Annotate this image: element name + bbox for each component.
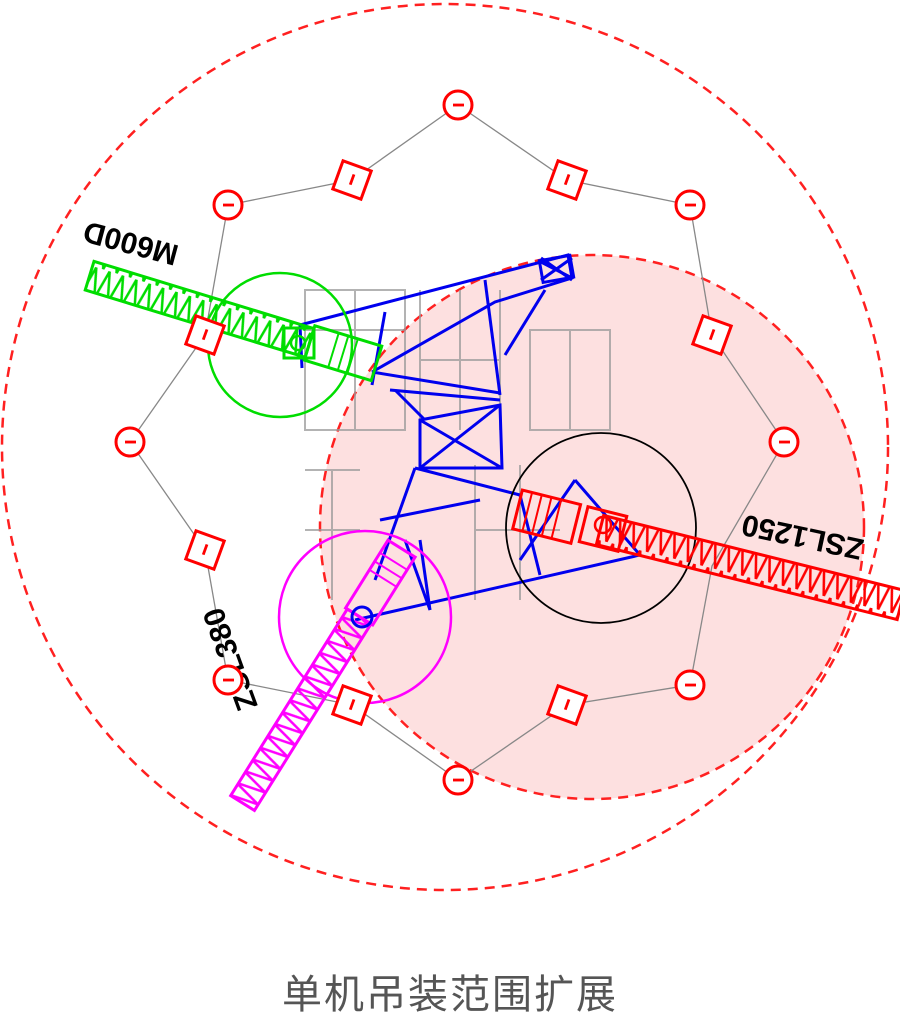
label-zsl380: ZSL380 xyxy=(197,603,265,715)
pile-letter: I xyxy=(199,541,210,560)
pile-letter: I xyxy=(775,439,793,445)
pile-square-6 xyxy=(330,158,374,202)
pile-letter: I xyxy=(199,326,210,345)
pile-round-4 xyxy=(442,764,474,796)
pile-letter: I xyxy=(706,326,717,345)
pile-markers: I I I I I I I I I I I I I I I xyxy=(114,89,800,796)
pile-letter: I xyxy=(346,696,357,715)
pile-letter: I xyxy=(219,677,237,683)
pile-round-6 xyxy=(114,426,146,458)
pile-round-5 xyxy=(212,664,244,696)
pile-letter: I xyxy=(346,171,357,190)
pile-letter: I xyxy=(219,202,237,208)
pile-letter: I xyxy=(121,439,139,445)
pile-round-1 xyxy=(674,189,706,221)
pile-round-3 xyxy=(674,669,706,701)
pile-letter: I xyxy=(681,682,699,688)
pile-letter: I xyxy=(561,696,572,715)
zsl1250-boom xyxy=(594,513,900,622)
watermark-logo xyxy=(304,289,611,600)
pile-letter: I xyxy=(449,777,467,783)
zsl380-crane xyxy=(228,529,453,813)
pile-round-7 xyxy=(212,189,244,221)
pile-square-3 xyxy=(330,683,374,727)
pile-square-1 xyxy=(690,313,734,357)
diagram-caption: 单机吊装范围扩展 xyxy=(282,972,618,1018)
pile-letter: I xyxy=(681,202,699,208)
pile-letter: I xyxy=(561,171,572,190)
m600d-crane xyxy=(83,259,384,419)
pile-round-2 xyxy=(768,426,800,458)
pile-letter: I xyxy=(449,102,467,108)
pile-square-5 xyxy=(183,313,227,357)
pile-square-4 xyxy=(183,528,227,572)
pile-square-0 xyxy=(545,158,589,202)
zsl1250-slew-circle xyxy=(505,432,697,624)
zsl1250-crane xyxy=(510,488,900,622)
pile-round-0 xyxy=(442,89,474,121)
pile-square-2 xyxy=(545,683,589,727)
expanded-range-circle xyxy=(318,253,866,801)
outer-range-circle xyxy=(0,2,890,892)
